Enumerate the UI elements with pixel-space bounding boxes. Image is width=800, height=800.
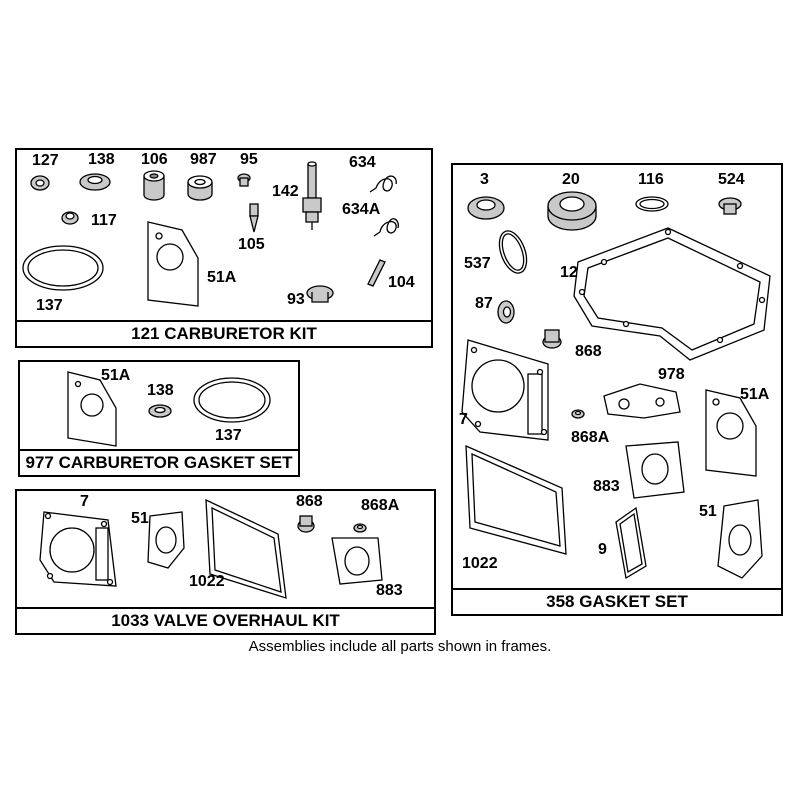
part-label-883-358: 883 (593, 478, 620, 495)
part-label-634: 634 (349, 154, 376, 171)
part-137-gasket-set-drawing (193, 377, 271, 423)
part-label-883-1033: 883 (376, 582, 403, 599)
footer-note: Assemblies include all parts shown in fr… (248, 638, 552, 655)
part-label-138: 138 (88, 151, 115, 168)
part-12-drawing (573, 227, 771, 361)
part-label-117: 117 (91, 212, 117, 229)
part-label-137: 137 (36, 297, 63, 314)
part-label-95: 95 (240, 151, 258, 168)
part-label-978: 978 (658, 366, 685, 383)
valve-overhaul-kit-frame: 1033 VALVE OVERHAUL KIT (15, 489, 436, 635)
part-3-drawing (467, 196, 505, 220)
part-label-868-1033: 868 (296, 493, 323, 510)
part-51-valve-kit-drawing (147, 511, 185, 569)
part-868A-gasket-set-drawing (571, 409, 585, 419)
part-883-valve-kit-drawing (331, 537, 383, 585)
gasket-set-caption: 358 GASKET SET (453, 588, 781, 614)
part-label-987: 987 (190, 151, 217, 168)
part-634A-drawing (373, 218, 399, 237)
carburetor-gasket-set-frame: 977 CARBURETOR GASKET SET (18, 360, 300, 477)
carburetor-kit-caption: 121 CARBURETOR KIT (17, 320, 431, 346)
part-93-drawing (306, 285, 334, 303)
part-142-drawing (302, 161, 322, 230)
gasket-set-parts (461, 191, 771, 580)
part-117-drawing (61, 211, 79, 225)
carburetor-gasket-set-parts (67, 371, 271, 447)
part-label-868A-358: 868A (571, 429, 610, 446)
part-label-87: 87 (475, 295, 493, 312)
part-883-gasket-set-drawing (625, 441, 685, 499)
part-20-drawing (547, 191, 597, 231)
part-label-105: 105 (238, 236, 265, 253)
part-label-9: 9 (598, 541, 607, 558)
part-524-drawing (718, 197, 742, 215)
part-label-1022-358: 1022 (462, 555, 498, 572)
part-987-drawing (187, 175, 213, 201)
carburetor-kit-frame: 121 CARBURETOR KIT (15, 148, 433, 348)
part-label-524: 524 (718, 171, 745, 188)
part-label-20: 20 (562, 171, 580, 188)
part-104-drawing (367, 259, 386, 287)
part-label-1022-1033: 1022 (189, 573, 225, 590)
part-label-116: 116 (638, 171, 664, 188)
part-label-51-1033: 51 (131, 510, 149, 527)
part-116-drawing (635, 196, 669, 212)
part-106-drawing (143, 170, 165, 201)
part-label-51A: 51A (207, 269, 237, 286)
carburetor-kit-parts (22, 161, 399, 307)
part-label-7-358: 7 (459, 411, 468, 428)
part-label-3: 3 (480, 171, 489, 188)
part-9-drawing (615, 506, 647, 580)
part-138-gasket-set-drawing (148, 404, 172, 418)
part-label-106: 106 (141, 151, 168, 168)
part-1022-gasket-set-drawing (465, 444, 567, 555)
carburetor-gasket-set-caption: 977 CARBURETOR GASKET SET (20, 449, 298, 475)
part-label-138-977: 138 (147, 382, 174, 399)
part-868-valve-kit-drawing (297, 515, 315, 533)
part-label-93: 93 (287, 291, 305, 308)
part-978-drawing (603, 383, 681, 419)
part-label-12: 12 (560, 264, 578, 281)
part-7-gasket-set-drawing (461, 339, 549, 441)
part-label-51A-358: 51A (740, 386, 770, 403)
part-51A-drawing (147, 221, 199, 307)
part-label-127: 127 (32, 152, 59, 169)
part-51A-gasket-set-358-drawing (705, 389, 757, 477)
part-51A-gasket-set-drawing (67, 371, 117, 447)
part-label-7-1033: 7 (80, 493, 89, 510)
part-537-drawing (498, 230, 528, 274)
part-label-104: 104 (388, 274, 415, 291)
part-label-537: 537 (464, 255, 491, 272)
part-105-drawing (249, 203, 259, 233)
part-label-51A-977: 51A (101, 367, 131, 384)
part-label-868A-1033: 868A (361, 497, 400, 514)
part-127-drawing (30, 175, 50, 191)
part-868-gasket-set-drawing (542, 329, 562, 349)
part-95-drawing (237, 173, 251, 187)
part-51-gasket-set-drawing (717, 499, 763, 579)
part-137-drawing (22, 245, 104, 291)
part-634-drawing (369, 175, 397, 193)
part-87-drawing (497, 300, 515, 324)
part-7-valve-kit-drawing (39, 511, 117, 587)
part-label-51-358: 51 (699, 503, 717, 520)
valve-overhaul-kit-parts (39, 498, 383, 599)
part-label-137-977: 137 (215, 427, 242, 444)
part-1022-valve-kit-drawing (205, 498, 287, 599)
part-label-634A: 634A (342, 201, 381, 218)
gasket-set-frame: 358 GASKET SET (451, 163, 783, 616)
valve-overhaul-kit-caption: 1033 VALVE OVERHAUL KIT (17, 607, 434, 633)
part-label-142: 142 (272, 183, 299, 200)
part-138-drawing (79, 173, 111, 191)
part-868A-valve-kit-drawing (353, 523, 367, 533)
part-label-868-358: 868 (575, 343, 602, 360)
